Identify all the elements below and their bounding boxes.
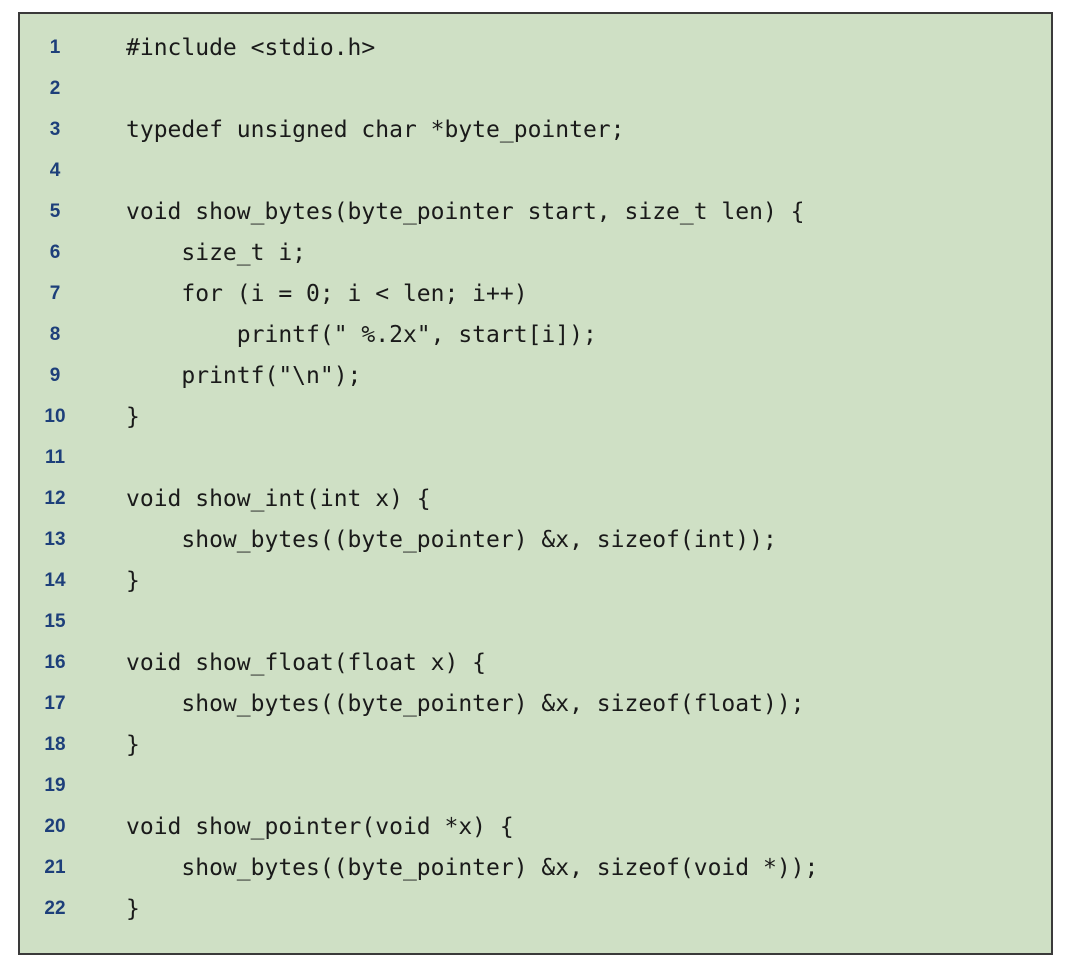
code-text: for (i = 0; i < len; i++) (126, 281, 528, 307)
code-text: typedef unsigned char *byte_pointer; (126, 117, 625, 143)
code-line: 2 (20, 69, 1051, 109)
code-line: 14 } (20, 561, 1051, 601)
code-line: 12 void show_int(int x) { (20, 479, 1051, 519)
line-number: 15 (44, 611, 66, 632)
line-number: 5 (49, 201, 61, 222)
line-number: 12 (44, 488, 66, 509)
line-number: 20 (44, 816, 66, 837)
code-text: printf(" %.2x", start[i]); (126, 322, 597, 348)
line-number: 21 (44, 857, 66, 878)
line-number: 18 (44, 734, 66, 755)
line-number: 13 (44, 529, 66, 550)
code-line: 1 #include <stdio.h> (20, 28, 1051, 68)
code-line: 13 show_bytes((byte_pointer) &x, sizeof(… (20, 520, 1051, 560)
code-line: 9 printf("\n"); (20, 356, 1051, 396)
code-text: } (126, 732, 140, 758)
line-number: 17 (44, 693, 66, 714)
code-text: void show_float(float x) { (126, 650, 487, 676)
code-line: 3 typedef unsigned char *byte_pointer; (20, 110, 1051, 150)
code-line: 21 show_bytes((byte_pointer) &x, sizeof(… (20, 848, 1051, 888)
code-text: show_bytes((byte_pointer) &x, sizeof(int… (126, 527, 777, 553)
code-line: 18 } (20, 725, 1051, 765)
code-line: 22 } (20, 889, 1051, 929)
line-number: 14 (44, 570, 66, 591)
line-number: 2 (49, 78, 61, 99)
line-number: 9 (49, 365, 61, 386)
line-number: 7 (49, 283, 61, 304)
code-line: 19 (20, 766, 1051, 806)
line-number: 11 (44, 447, 66, 468)
code-line: 7 for (i = 0; i < len; i++) (20, 274, 1051, 314)
line-number: 19 (44, 775, 66, 796)
code-line: 8 printf(" %.2x", start[i]); (20, 315, 1051, 355)
line-number: 1 (49, 37, 61, 58)
code-text: } (126, 568, 140, 594)
code-text: show_bytes((byte_pointer) &x, sizeof(voi… (126, 855, 819, 881)
code-text: } (126, 896, 140, 922)
code-text: size_t i; (126, 240, 307, 266)
code-line: 5 void show_bytes(byte_pointer start, si… (20, 192, 1051, 232)
line-number: 4 (49, 160, 61, 181)
code-text: } (126, 404, 140, 430)
code-line: 16 void show_float(float x) { (20, 643, 1051, 683)
line-number: 6 (49, 242, 61, 263)
code-text: #include <stdio.h> (126, 35, 376, 61)
line-number: 10 (44, 406, 66, 427)
code-text: void show_pointer(void *x) { (126, 814, 514, 840)
code-text: void show_int(int x) { (126, 486, 431, 512)
code-line: 10 } (20, 397, 1051, 437)
code-line: 17 show_bytes((byte_pointer) &x, sizeof(… (20, 684, 1051, 724)
code-line: 4 (20, 151, 1051, 191)
code-line: 11 (20, 438, 1051, 478)
code-listing-panel: 1 #include <stdio.h> 2 3 typedef unsigne… (18, 12, 1053, 955)
line-number: 8 (49, 324, 61, 345)
code-text: show_bytes((byte_pointer) &x, sizeof(flo… (126, 691, 805, 717)
line-number: 16 (44, 652, 66, 673)
code-line: 6 size_t i; (20, 233, 1051, 273)
code-line: 15 (20, 602, 1051, 642)
line-number: 22 (44, 898, 66, 919)
code-text: void show_bytes(byte_pointer start, size… (126, 199, 805, 225)
code-line: 20 void show_pointer(void *x) { (20, 807, 1051, 847)
line-number: 3 (49, 119, 61, 140)
code-text: printf("\n"); (126, 363, 362, 389)
